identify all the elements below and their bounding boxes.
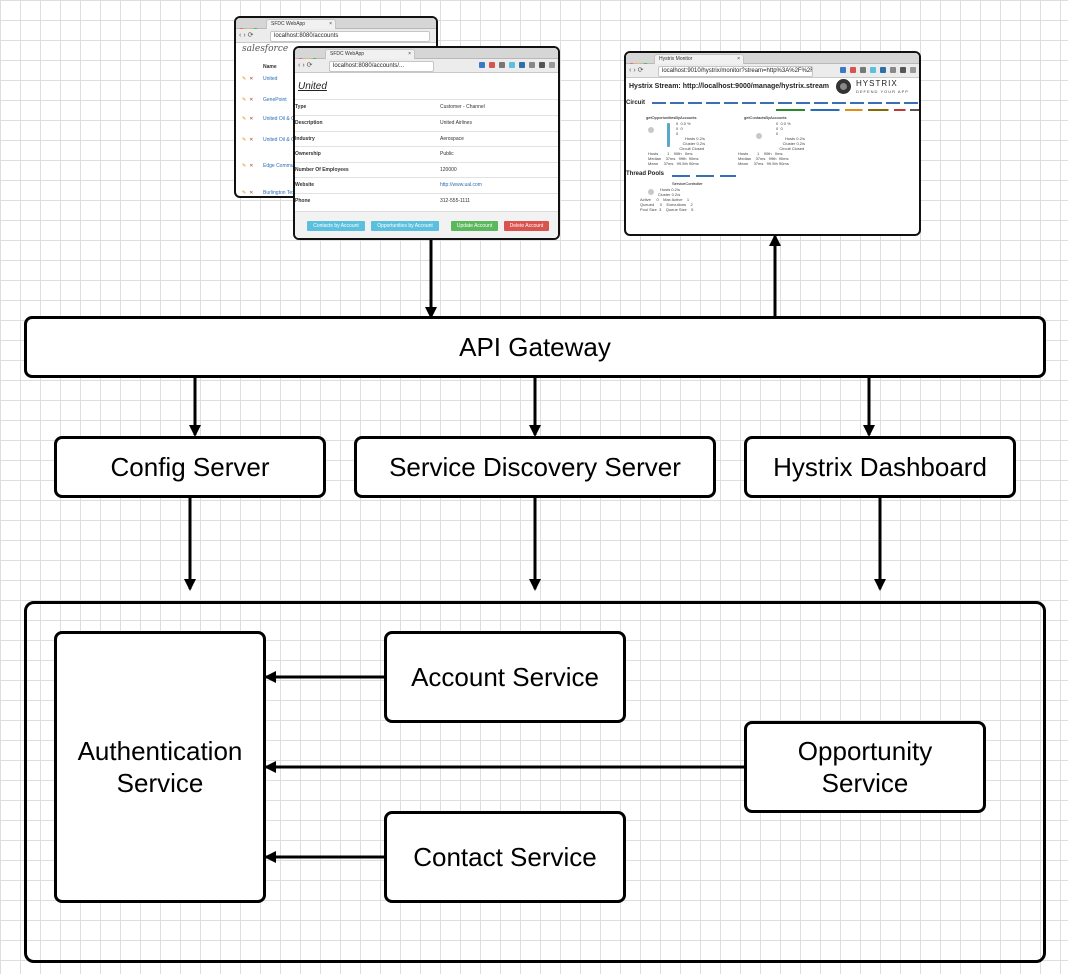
config-server: Config Server xyxy=(54,436,326,498)
list-item: ✎✕United xyxy=(242,76,278,82)
update-account-button: Update Account xyxy=(451,221,498,231)
hystrix-emblem-icon xyxy=(836,79,851,94)
hystrix-logo: HYSTRIX DEFEND YOUR APP xyxy=(836,79,916,99)
list-item: ✎✕Burlington Textiles xyxy=(242,190,304,196)
nav-buttons-icon: ‹›⟳ xyxy=(239,32,256,39)
browser-extension-icons xyxy=(836,67,916,75)
circuit-metrics: 0 0.0 % 0 0 0 Hosts 0.2/s Cluster 0.2/s … xyxy=(676,121,706,151)
delete-icon: ✕ xyxy=(249,137,254,143)
thread-pools-label: Thread Pools xyxy=(626,171,665,177)
authentication-service: Authentication Service xyxy=(54,631,266,903)
pool-sort-controls xyxy=(672,175,736,177)
address-bar: ‹›⟳ localhost:9010/hystrix/monitor?strea… xyxy=(626,64,919,78)
edit-icon: ✎ xyxy=(242,76,247,82)
contacts-by-account-button: Contacts by Account xyxy=(307,221,365,231)
circuit-health-icon xyxy=(756,133,762,139)
nav-buttons-icon: ‹›⟳ xyxy=(629,67,646,74)
list-item: ✎✕United Oil & Gas xyxy=(242,137,301,143)
salesforce-logo: salesforce xyxy=(242,44,289,54)
browser-tabbar: Hystrix Monitor× xyxy=(626,53,919,68)
circuit-health-icon xyxy=(648,127,654,133)
hystrix-dashboard: Hystrix Dashboard xyxy=(744,436,1016,498)
services-container xyxy=(24,601,1046,963)
opportunity-service: Opportunity Service xyxy=(744,721,986,813)
address-bar: ‹›⟳ localhost:8080/accounts/... xyxy=(295,59,558,73)
circuit-section-label: Circuit xyxy=(626,100,646,106)
url-field: localhost:8080/accounts/... xyxy=(329,61,434,72)
edit-icon: ✎ xyxy=(242,190,247,196)
status-legend xyxy=(776,109,919,111)
browser-tab: Hystrix Monitor× xyxy=(654,54,744,64)
circuit-name: getContactsByAccounts xyxy=(744,115,787,120)
list-header: Name xyxy=(263,64,277,70)
delete-icon: ✕ xyxy=(249,116,254,122)
latency-metrics: Hosts 1 90th 0ms Median 37ms 99th 90ms M… xyxy=(648,151,699,166)
delete-account-button: Delete Account xyxy=(504,221,549,231)
circuit-volume-bar xyxy=(667,123,670,147)
browser-tabbar: SFDC WebApp× xyxy=(295,48,558,63)
pool-metrics: Hosts 0.2/s Cluster 0.2/s Active 0 Max A… xyxy=(640,187,694,212)
browser-tabbar: SFDC WebApp× xyxy=(236,18,436,33)
delete-icon: ✕ xyxy=(249,163,254,169)
webapp-detail-screenshot: SFDC WebApp× ‹›⟳ localhost:8080/accounts… xyxy=(293,46,560,240)
url-field: localhost:8080/accounts xyxy=(270,31,430,42)
sort-controls xyxy=(652,102,919,104)
pool-health-icon xyxy=(648,189,654,195)
pool-name: ServiceController xyxy=(672,181,703,186)
list-item: ✎✕United Oil & Gas xyxy=(242,116,301,122)
opportunities-by-account-button: Opportunities by Account xyxy=(371,221,439,231)
circuit-metrics: 0 0.0 % 0 0 0 Hosts 0.2/s Cluster 0.2/s … xyxy=(776,121,806,151)
browser-tab: SFDC WebApp× xyxy=(325,49,415,59)
url-field: localhost:9010/hystrix/monitor?stream=ht… xyxy=(658,66,813,77)
list-item: ✎✕GenePoint xyxy=(242,97,287,103)
browser-tab: SFDC WebApp× xyxy=(266,19,336,29)
latency-metrics: Hosts 1 90th 0ms Median 37ms 99th 90ms M… xyxy=(738,151,789,166)
action-bar: Contacts by Account Opportunities by Acc… xyxy=(295,211,558,238)
service-discovery-server: Service Discovery Server xyxy=(354,436,716,498)
nav-buttons-icon: ‹›⟳ xyxy=(298,62,315,69)
contact-service: Contact Service xyxy=(384,811,626,903)
account-service: Account Service xyxy=(384,631,626,723)
edit-icon: ✎ xyxy=(242,116,247,122)
account-title: United xyxy=(298,81,327,92)
edit-icon: ✎ xyxy=(242,97,247,103)
edit-icon: ✎ xyxy=(242,163,247,169)
edit-icon: ✎ xyxy=(242,137,247,143)
api-gateway: API Gateway xyxy=(24,316,1046,378)
circuit-name: getOpportunitiesByAccounts xyxy=(646,115,697,120)
delete-icon: ✕ xyxy=(249,97,254,103)
browser-extension-icons xyxy=(475,62,555,70)
hystrix-stream-title: Hystrix Stream: http://localhost:9000/ma… xyxy=(629,83,829,90)
delete-icon: ✕ xyxy=(249,76,254,82)
list-item: ✎✕Edge Communications xyxy=(242,163,314,169)
hystrix-monitor-screenshot: Hystrix Monitor× ‹›⟳ localhost:9010/hyst… xyxy=(624,51,921,236)
address-bar: ‹›⟳ localhost:8080/accounts xyxy=(236,29,436,43)
delete-icon: ✕ xyxy=(249,190,254,196)
